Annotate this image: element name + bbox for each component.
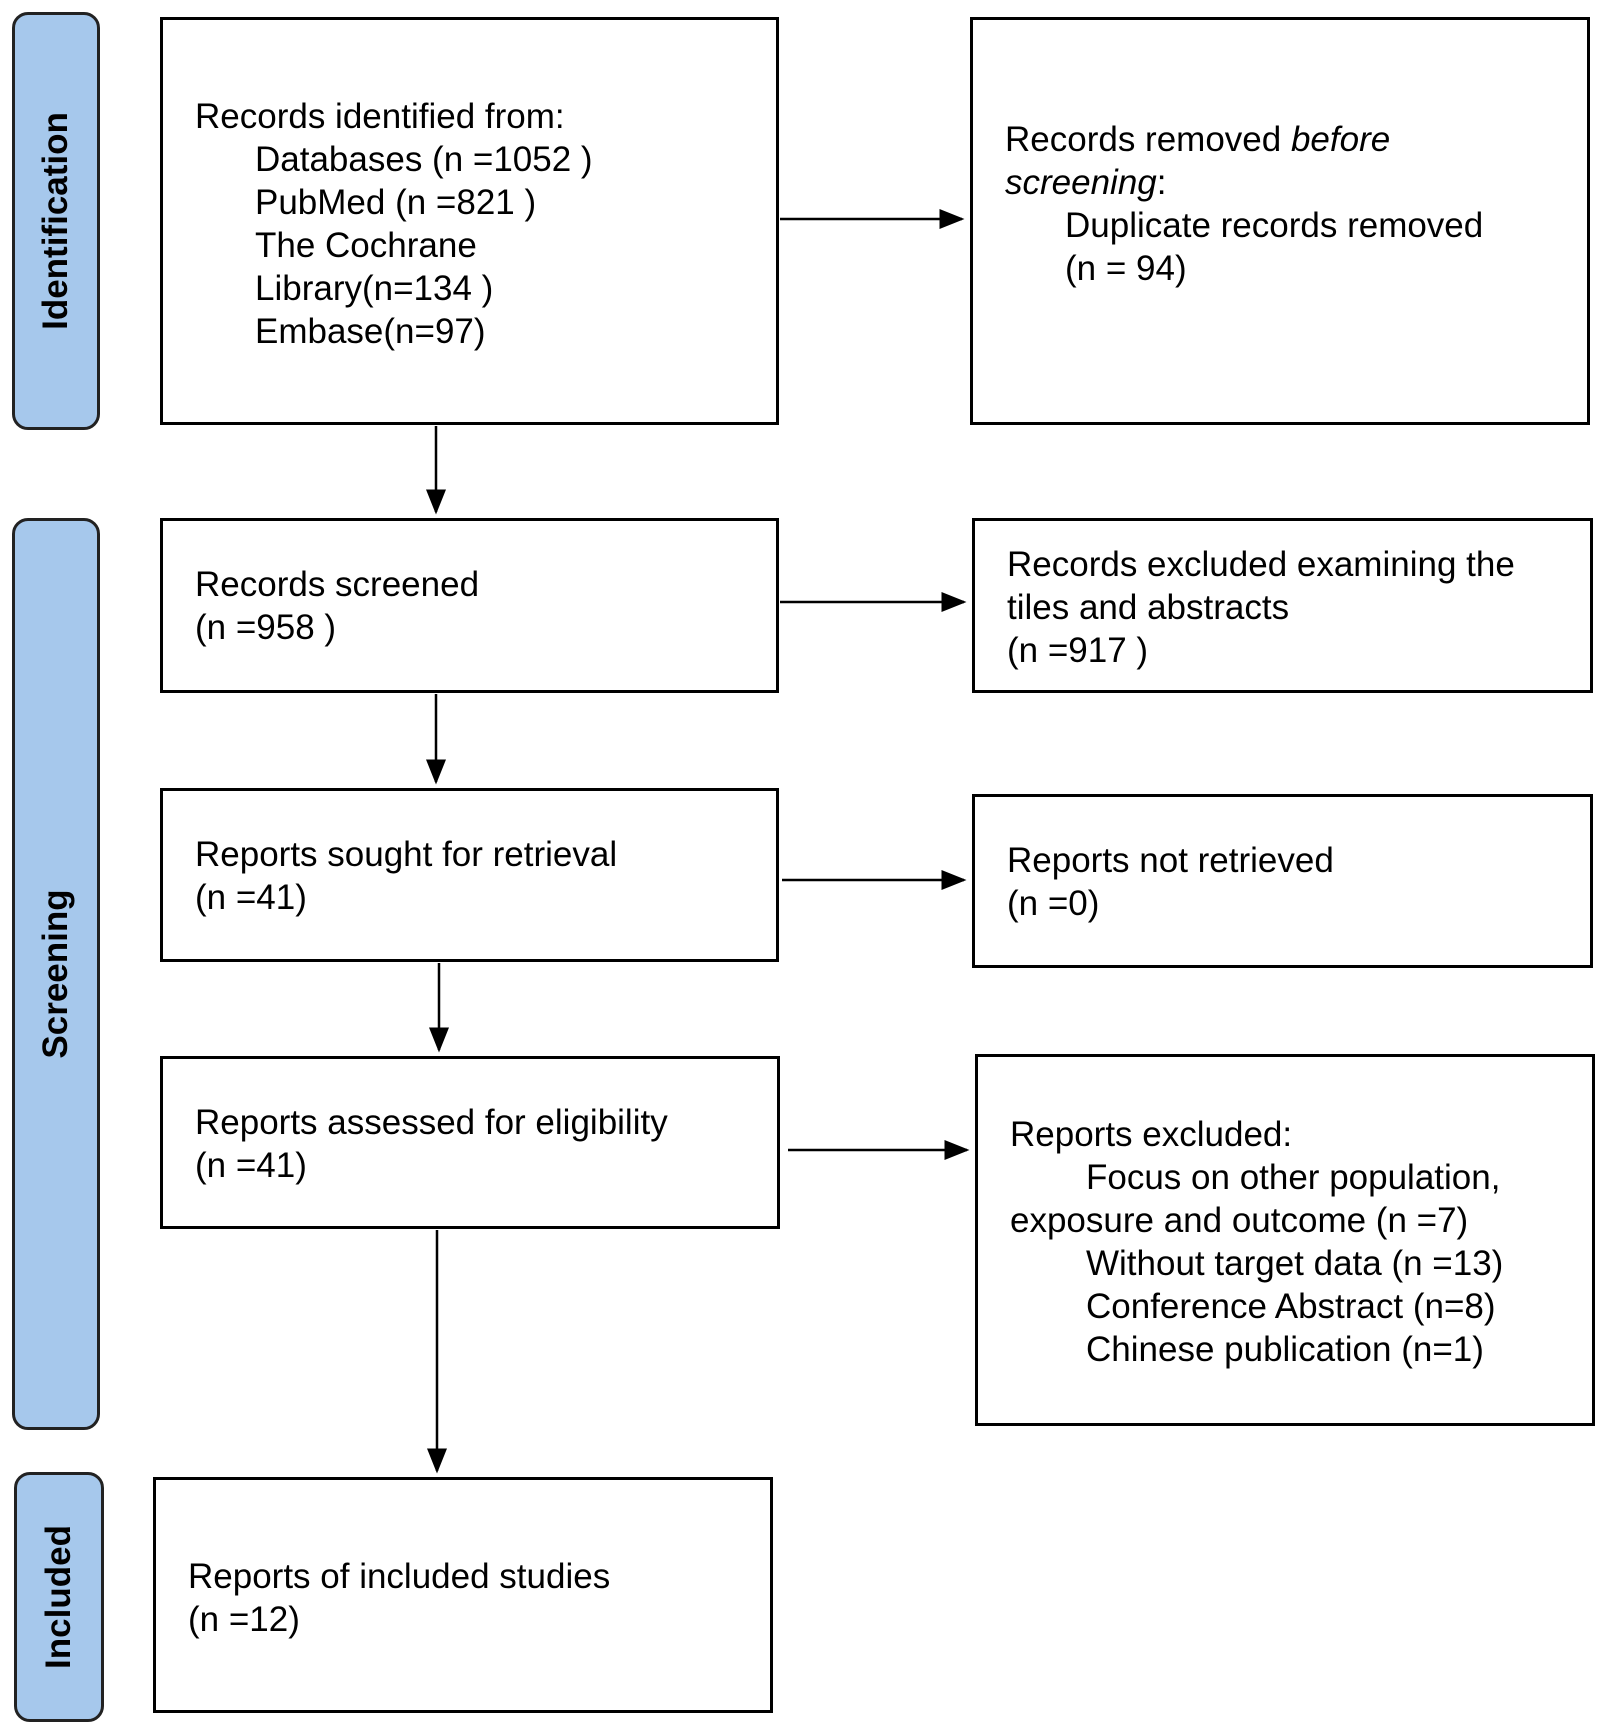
records-identified-cochrane-1: The Cochrane: [255, 226, 477, 265]
records-removed-heading-italic: before: [1290, 120, 1391, 159]
phase-included: Included: [14, 1472, 104, 1722]
reports-excluded-reason2: Without target data (n =13): [1086, 1244, 1504, 1283]
reports-sought-n: (n =41): [195, 878, 307, 917]
records-removed-heading-2: screening:: [1005, 161, 1587, 204]
reports-excluded-box: Reports excluded: Focus on other populat…: [975, 1054, 1595, 1426]
reports-assessed-n: (n =41): [195, 1146, 307, 1185]
records-identified-embase: Embase(n=97): [255, 312, 486, 351]
records-removed-box: Records removed before screening: Duplic…: [970, 17, 1590, 425]
reports-excluded-reason3: Conference Abstract (n=8): [1086, 1287, 1496, 1326]
records-excluded-n: (n =917 ): [1007, 631, 1149, 670]
records-excluded-box: Records excluded examining the tiles and…: [972, 518, 1593, 693]
records-screened-label: Records screened: [195, 565, 480, 604]
reports-excluded-heading: Reports excluded:: [1010, 1115, 1293, 1154]
records-excluded-line2: tiles and abstracts: [1007, 588, 1290, 627]
records-removed-heading-colon: :: [1156, 163, 1167, 202]
reports-excluded-reason1-a: Focus on other population,: [1086, 1158, 1501, 1197]
records-identified-box: Records identified from: Databases (n =1…: [160, 17, 779, 425]
records-identified-databases: Databases (n =1052 ): [255, 140, 593, 179]
records-identified-pubmed: PubMed (n =821 ): [255, 183, 537, 222]
records-screened-box: Records screened (n =958 ): [160, 518, 779, 693]
reports-excluded-reason4: Chinese publication (n=1): [1086, 1330, 1484, 1369]
records-removed-heading-plain: Records removed: [1005, 120, 1291, 159]
reports-not-retrieved-label: Reports not retrieved: [1007, 841, 1334, 880]
records-removed-duplicates: Duplicate records removed: [1065, 206, 1484, 245]
records-excluded-line1: Records excluded examining the: [1007, 545, 1515, 584]
reports-not-retrieved-box: Reports not retrieved (n =0): [972, 794, 1593, 968]
records-removed-duplicates-n: (n = 94): [1065, 249, 1187, 288]
included-studies-box: Reports of included studies (n =12): [153, 1477, 773, 1713]
included-studies-label: Reports of included studies: [188, 1557, 611, 1596]
reports-assessed-label: Reports assessed for eligibility: [195, 1103, 668, 1142]
reports-sought-label: Reports sought for retrieval: [195, 835, 618, 874]
reports-sought-box: Reports sought for retrieval (n =41): [160, 788, 779, 962]
records-removed-heading-italic-2: screening: [1005, 163, 1157, 202]
records-removed-heading: Records removed before: [1005, 118, 1587, 161]
records-screened-n: (n =958 ): [195, 608, 337, 647]
phase-identification: Identification: [12, 12, 100, 430]
records-identified-cochrane-2: Library(n=134 ): [255, 269, 494, 308]
phase-screening: Screening: [12, 518, 100, 1430]
included-studies-n: (n =12): [188, 1600, 300, 1639]
reports-not-retrieved-n: (n =0): [1007, 884, 1100, 923]
reports-excluded-reason1-b: exposure and outcome (n =7): [1010, 1201, 1469, 1240]
reports-assessed-box: Reports assessed for eligibility (n =41): [160, 1056, 780, 1229]
records-identified-heading: Records identified from:: [195, 97, 565, 136]
